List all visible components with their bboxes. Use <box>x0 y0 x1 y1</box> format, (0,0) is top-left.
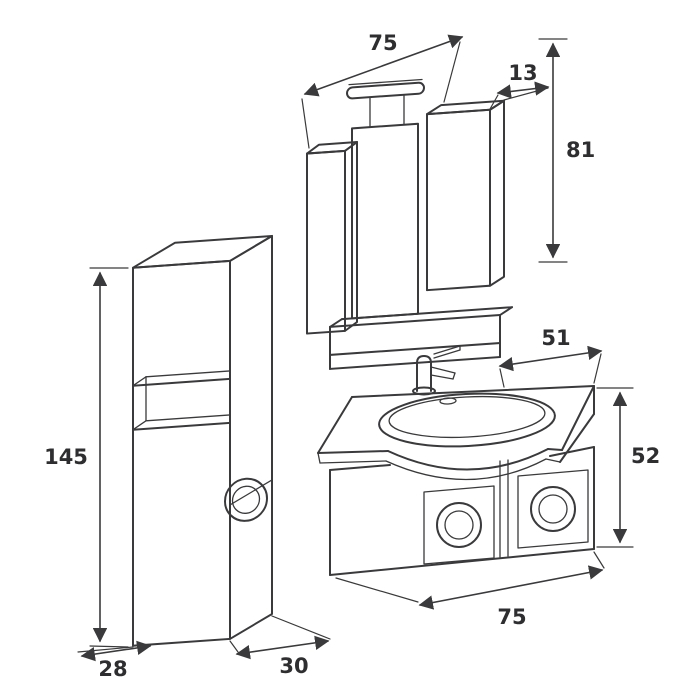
left-door-panel <box>423 485 495 565</box>
dim-mirror-width: 75 <box>301 31 464 149</box>
dim-column-height: 145 <box>44 267 129 648</box>
mirror-left-door <box>306 141 358 335</box>
right-door-panel <box>517 469 589 549</box>
tall-cabinet-drawing <box>132 234 273 647</box>
washbasin-bowl <box>378 392 556 448</box>
vanity-base-cabinet <box>329 446 595 576</box>
dim-mirror-height: 81 <box>538 38 595 263</box>
faucet-drawing <box>412 345 461 396</box>
left-round-handle <box>436 502 482 548</box>
right-round-handle <box>530 486 576 532</box>
dim-column-depth: 28 <box>77 640 152 681</box>
vanity-unit-drawing <box>317 345 595 576</box>
tall-cabinet-front-face <box>229 234 273 640</box>
dim-basin-width-label: 75 <box>497 605 526 629</box>
overflow-hole <box>439 397 457 405</box>
dim-mirror-side-depth-label: 13 <box>508 61 537 85</box>
dim-mirror-width-label: 75 <box>368 31 397 55</box>
dim-column-depth-label: 28 <box>98 657 127 681</box>
tall-cabinet-door-seam <box>229 479 273 506</box>
vanity-countertop <box>317 385 595 481</box>
dim-column-width: 30 <box>229 615 331 678</box>
dim-column-width-label: 30 <box>279 654 308 678</box>
dim-basin-depth: 51 <box>498 326 603 388</box>
tall-cabinet-round-handle <box>224 477 268 522</box>
dim-basin-width: 75 <box>335 551 605 629</box>
mirror-right-cabinet <box>426 99 505 292</box>
dim-mirror-height-label: 81 <box>566 138 595 162</box>
light-fixture-drawing <box>346 78 425 128</box>
dim-basin-height: 52 <box>596 387 660 548</box>
dim-mirror-side-depth: 13 <box>489 61 550 110</box>
mirror-cabinet-drawing <box>306 78 513 370</box>
dim-basin-depth-label: 51 <box>541 326 570 350</box>
tall-cabinet-side-face <box>132 259 231 647</box>
tall-cabinet-top-face <box>132 234 273 269</box>
mirror-panel <box>351 122 419 320</box>
dim-column-height-label: 145 <box>44 445 88 469</box>
dim-basin-height-label: 52 <box>631 444 660 468</box>
tall-cabinet-open-niche <box>132 370 231 431</box>
